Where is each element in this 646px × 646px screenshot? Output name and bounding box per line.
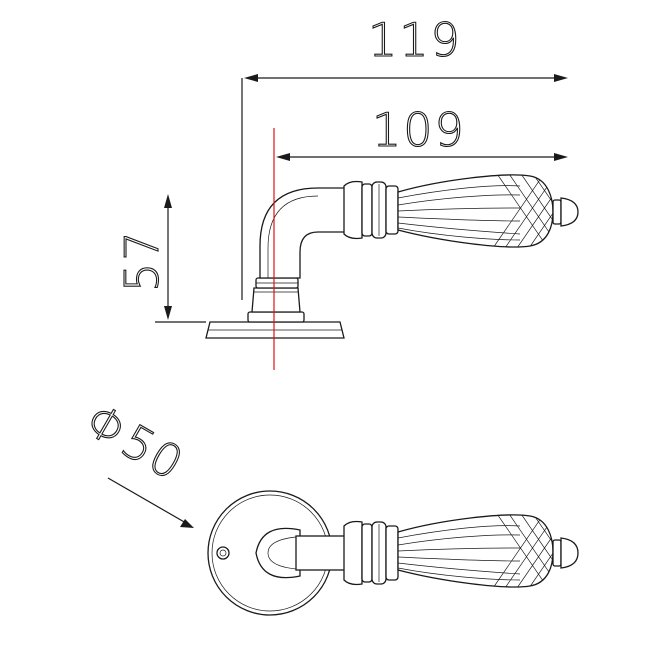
dimension-label-119: 119 bbox=[368, 13, 462, 67]
screw-hole bbox=[216, 546, 230, 560]
dimension-label-109: 109 bbox=[372, 103, 466, 157]
side-view: 119 109 57 bbox=[114, 12, 579, 370]
dimension-rose-diameter: Φ50 bbox=[76, 392, 194, 528]
dimension-overall-length: 119 bbox=[241, 12, 568, 300]
ferrule-rings-side bbox=[343, 180, 399, 240]
end-cap-top bbox=[552, 537, 579, 569]
rose-plate-side bbox=[205, 321, 345, 339]
lever-arm-side bbox=[259, 187, 347, 279]
dimension-label-57: 57 bbox=[115, 229, 169, 292]
lever-base-top bbox=[255, 527, 347, 579]
crystal-grip-side bbox=[397, 174, 554, 248]
dimension-lever-length: 109 bbox=[276, 102, 568, 161]
dimension-height: 57 bbox=[114, 194, 206, 323]
dimension-label-diameter: Φ50 bbox=[77, 393, 194, 492]
end-cap-side bbox=[552, 197, 579, 227]
ferrule-rings-top bbox=[343, 520, 399, 586]
neck-collar-side bbox=[247, 277, 305, 323]
top-view: Φ50 bbox=[76, 392, 579, 616]
